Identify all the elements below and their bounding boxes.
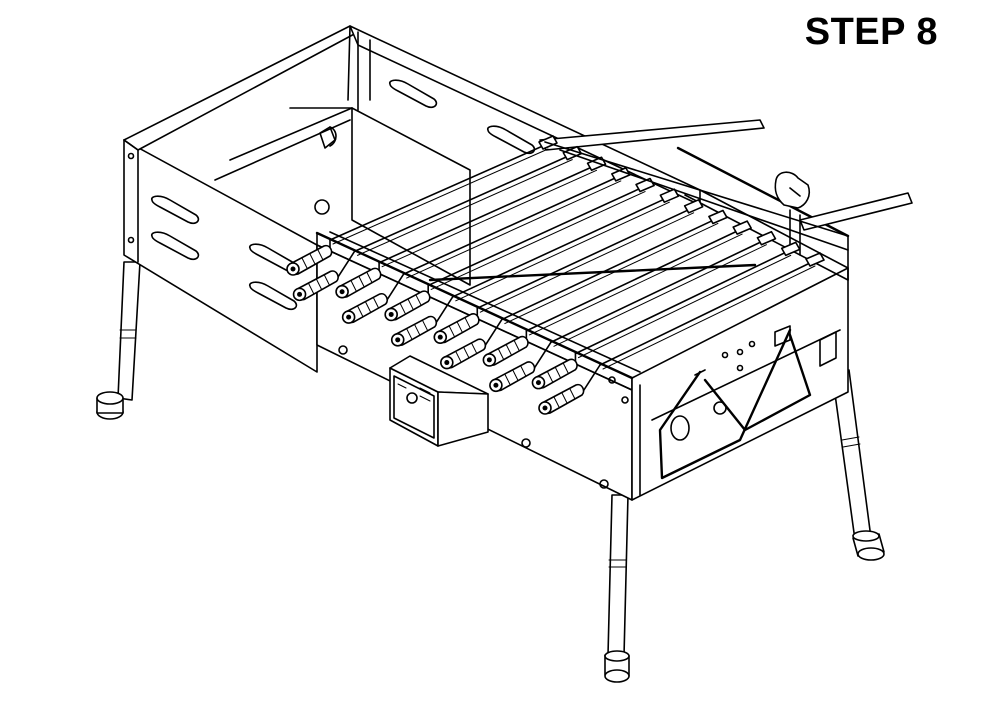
skewer-handle [341,273,405,324]
leg-front-left [96,261,141,420]
skewer [501,209,728,325]
skewer-handle [384,284,431,322]
skewer [451,188,680,302]
skewer [550,230,777,347]
left-end-wall [123,25,359,373]
step-title: STEP 8 [804,11,938,53]
right-end-wall [631,267,849,501]
skewer-handle [489,341,552,393]
skewer-handle [286,239,333,276]
skewer [378,156,607,268]
side-handle [658,328,812,480]
skewer-handle [390,296,454,347]
right-frame [539,119,913,281]
skewer-handle [433,307,480,344]
skewer-set [329,135,825,370]
front-rail [315,141,849,380]
skewer [402,167,631,279]
skewer-handle [335,261,382,299]
rotisserie-motor [389,355,489,447]
skewer [599,252,825,370]
skewer [574,241,801,359]
leg-front-right [604,494,630,683]
skewer-handle [538,364,601,415]
skewer-handle [482,330,529,367]
skewer-handle [292,250,356,302]
skewer [353,145,583,256]
skewer [476,199,704,313]
skewer-handle [440,318,503,370]
skewer [525,220,752,336]
skewer-handle [531,352,578,390]
leg-back-right [831,369,885,561]
skewer-handles [286,239,601,415]
